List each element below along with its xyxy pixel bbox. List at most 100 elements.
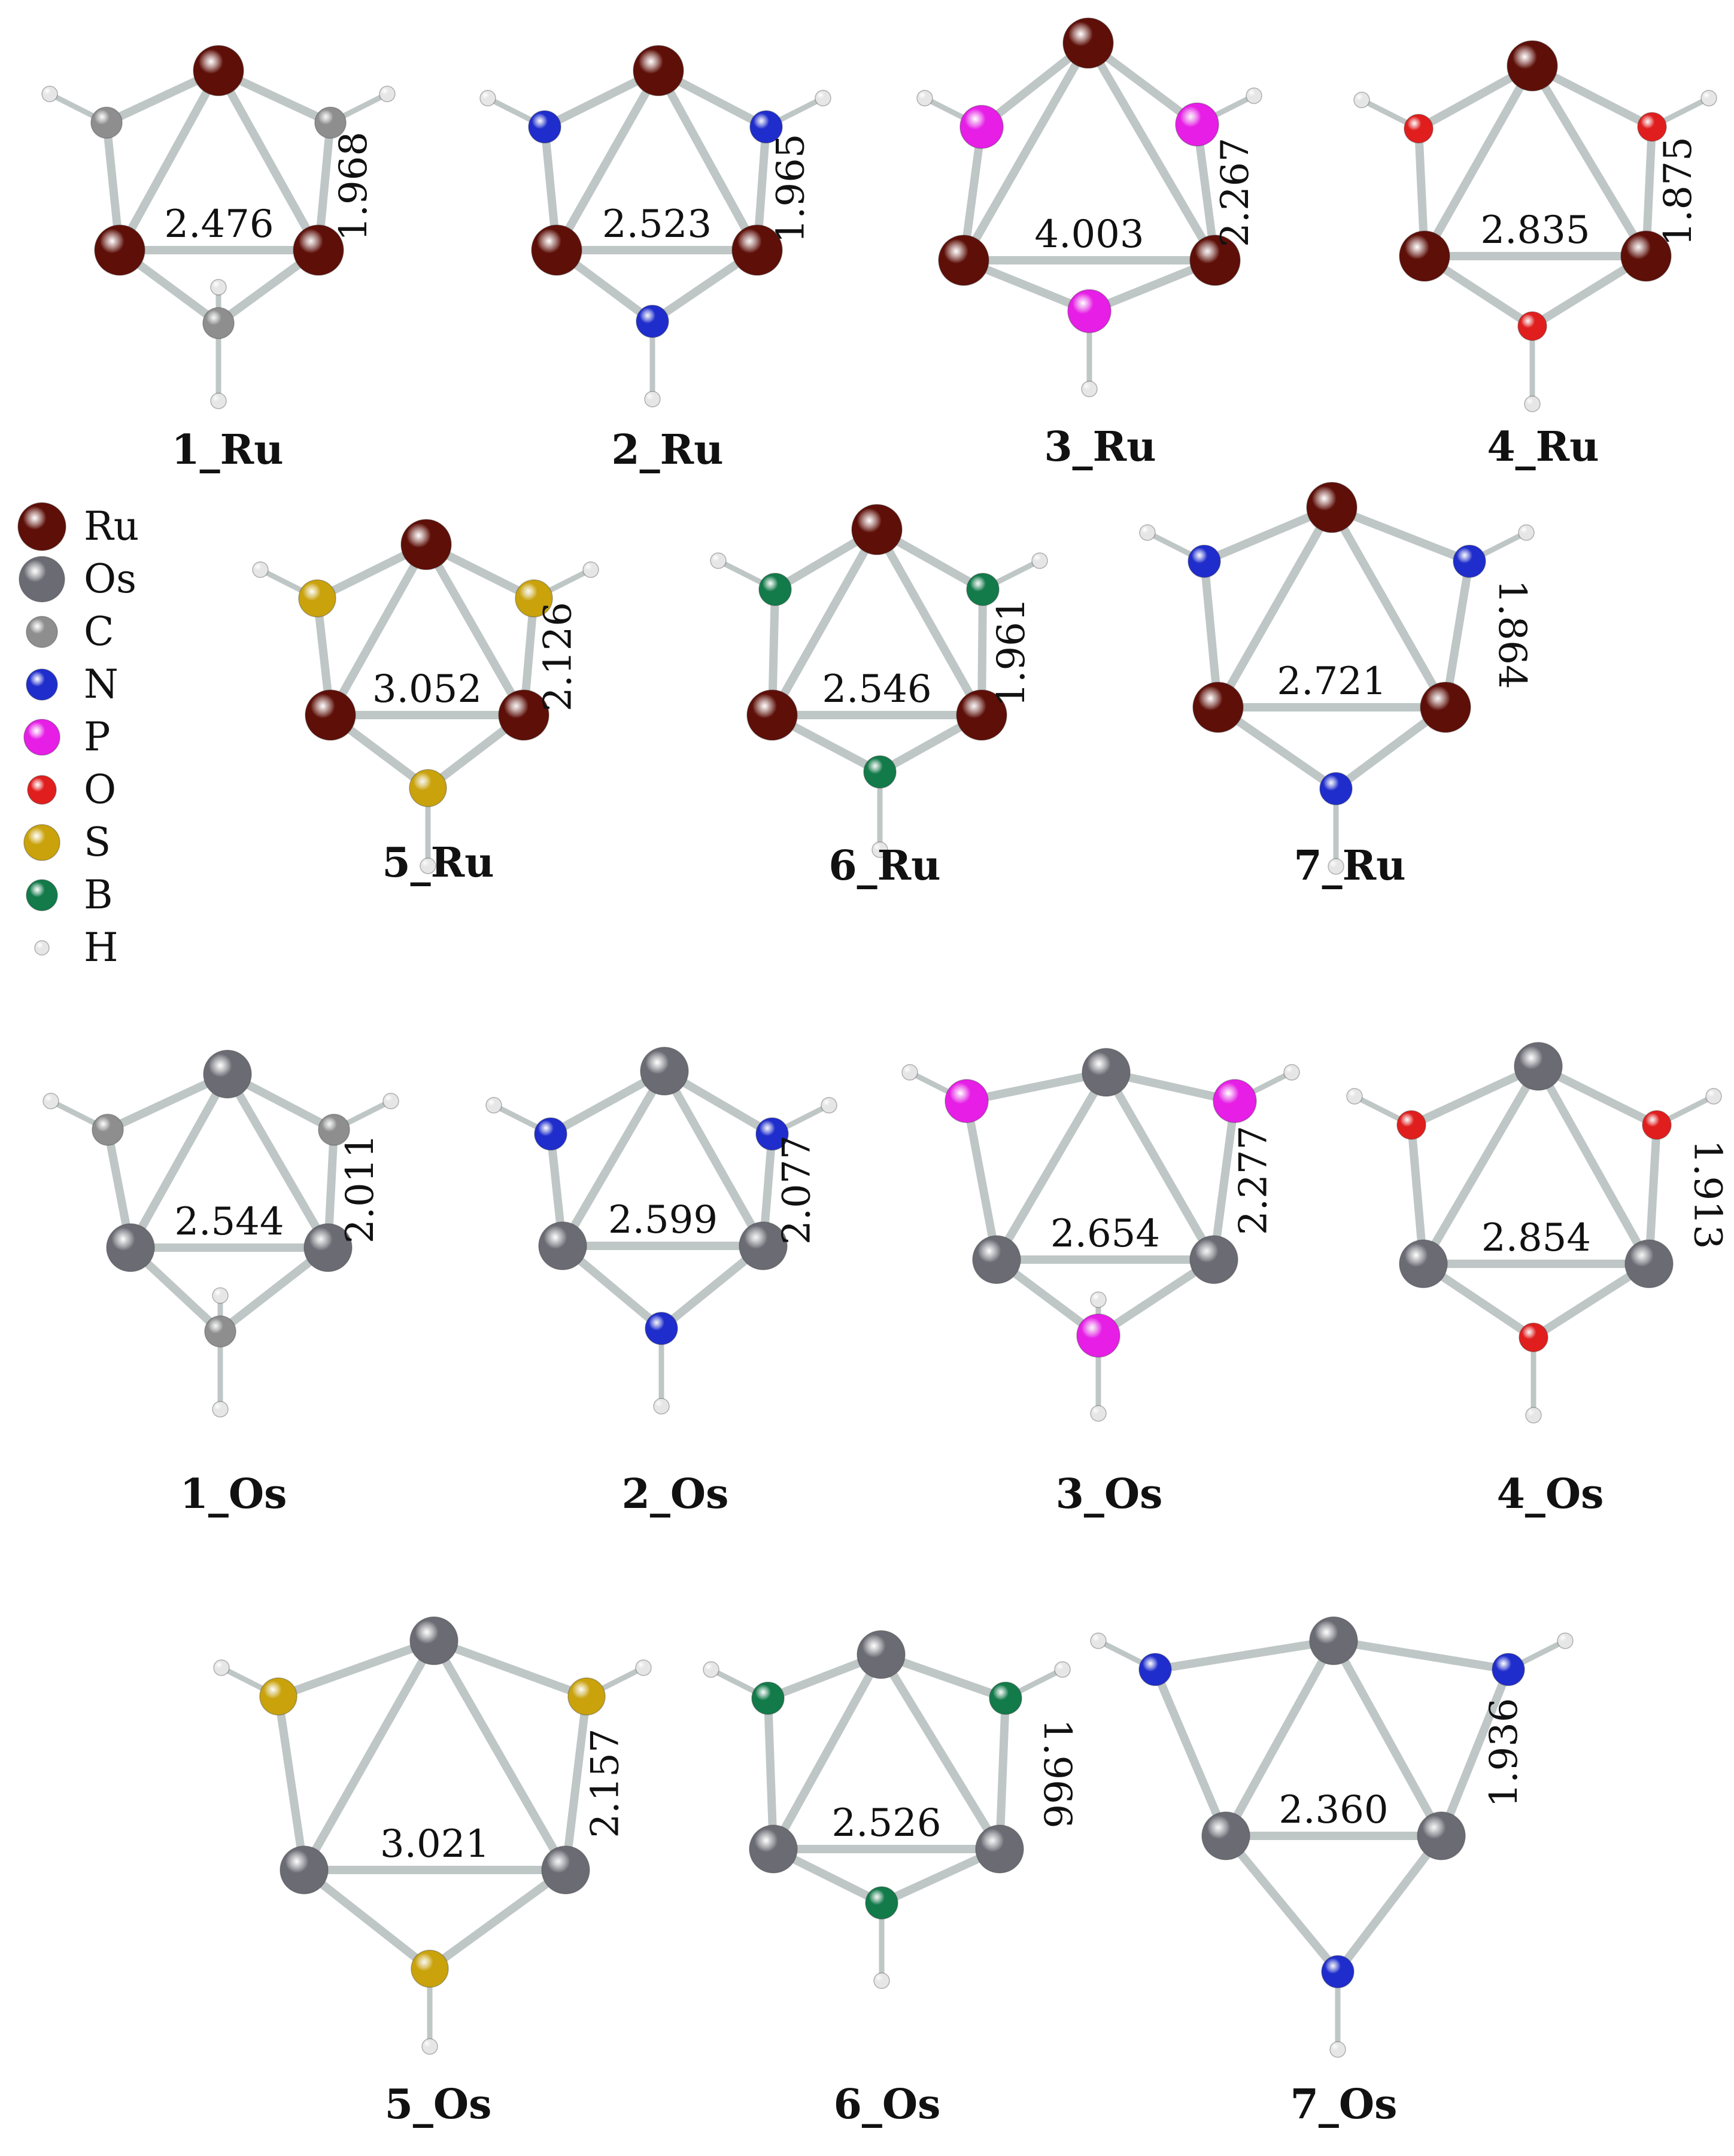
- bridge-atom: [645, 1312, 678, 1345]
- hydrogen-atom: [1705, 1088, 1722, 1105]
- metal-metal-distance: 2.599: [608, 1198, 718, 1242]
- metal-metal-distance: 3.021: [380, 1822, 490, 1866]
- legend-label: H: [84, 925, 119, 971]
- hydrogen-atom: [1524, 396, 1541, 412]
- compound-label: 7_Os: [1290, 2081, 1398, 2128]
- legend-swatch: [17, 502, 66, 551]
- metal-atom: [409, 1616, 458, 1665]
- compound-label: 4_Os: [1497, 1470, 1604, 1518]
- bridge-atom: [966, 573, 1000, 606]
- metal-atom: [1620, 230, 1672, 282]
- bond: [1222, 1637, 1338, 1840]
- bond: [116, 66, 223, 254]
- metal-atom: [1309, 1616, 1358, 1665]
- legend-item-ru: Ru: [17, 502, 139, 551]
- hydrogen-atom: [210, 393, 227, 409]
- bond: [300, 1637, 438, 1874]
- hydrogen-atom: [1283, 1064, 1300, 1081]
- hydrogen-atom: [1139, 524, 1156, 541]
- legend-label: Ru: [84, 503, 139, 549]
- hydrogen-atom: [1328, 858, 1344, 875]
- compound-label: 1_Os: [180, 1470, 287, 1518]
- hydrogen-atom: [42, 1093, 59, 1109]
- compound-label: 6_Ru: [828, 842, 940, 890]
- hydrogen-atom: [653, 1398, 670, 1415]
- metal-atom: [749, 1824, 798, 1874]
- metal-atom: [94, 224, 145, 276]
- metal-bridge-distance: 2.011: [338, 1134, 382, 1243]
- bridge-atom: [989, 1681, 1022, 1715]
- hydrogen-atom: [1246, 87, 1262, 104]
- bridge-atom: [92, 1114, 124, 1146]
- bridge-atom: [959, 105, 1004, 149]
- bridge-atom: [1213, 1079, 1257, 1123]
- hydrogen-atom: [1557, 1632, 1574, 1649]
- bridge-atom: [202, 307, 235, 339]
- metal-bridge-distance: 1.913: [1686, 1139, 1730, 1249]
- compound-label: 5_Os: [385, 2081, 492, 2128]
- metal-atom: [106, 1223, 155, 1272]
- bridge-atom: [1138, 1653, 1172, 1686]
- bond: [1528, 62, 1650, 260]
- metal-atom: [1192, 682, 1244, 733]
- legend-item-s: S: [23, 819, 111, 865]
- legend-swatch: [27, 775, 57, 805]
- metal-atom: [1399, 230, 1450, 282]
- metal-atom: [851, 504, 903, 555]
- bridge-atom: [534, 1117, 567, 1151]
- legend-swatch: [19, 556, 65, 603]
- bond: [1419, 1062, 1542, 1268]
- bridge-atom: [528, 110, 561, 144]
- bridge-atom: [1321, 1955, 1355, 1988]
- metal-atom: [1082, 1048, 1131, 1097]
- metal-atom: [633, 45, 684, 96]
- bridge-atom: [567, 1677, 606, 1716]
- legend-label: O: [84, 767, 116, 813]
- hydrogen-atom: [1090, 1405, 1107, 1422]
- metal-bridge-distance: 1.864: [1490, 579, 1534, 689]
- compound-label: 2_Ru: [611, 426, 723, 474]
- bridge-atom: [515, 579, 553, 618]
- bond: [274, 1637, 438, 1701]
- metal-bridge-distance: 1.875: [1656, 136, 1700, 246]
- metal-bridge-distance: 2.157: [584, 1728, 628, 1838]
- bridge-atom: [1319, 772, 1353, 805]
- bond: [764, 1694, 778, 1853]
- bond: [1084, 39, 1219, 264]
- hydrogen-atom: [1081, 381, 1098, 397]
- metal-atom: [1189, 1235, 1238, 1284]
- hydrogen-atom: [1346, 1088, 1363, 1105]
- metal-atom: [498, 689, 549, 741]
- bridge-atom: [1067, 289, 1112, 333]
- legend-swatch: [26, 616, 58, 648]
- metal-atom: [203, 1050, 252, 1099]
- bond: [1534, 1062, 1653, 1268]
- hydrogen-atom: [1090, 1291, 1107, 1308]
- bond: [1151, 1665, 1230, 1840]
- metal-atom: [280, 1845, 329, 1895]
- bridge-atom: [409, 769, 447, 807]
- bridge-atom: [1404, 114, 1434, 144]
- bond: [426, 1866, 570, 1973]
- bridge-atom: [1188, 545, 1221, 578]
- metal-atom: [1189, 235, 1241, 286]
- bridge-atom: [1637, 112, 1667, 142]
- bridge-atom: [1642, 1110, 1672, 1140]
- legend-item-o: O: [27, 767, 116, 813]
- legend-swatch: [23, 719, 60, 756]
- hydrogen-atom: [1031, 552, 1048, 569]
- hydrogen-atom: [210, 279, 227, 296]
- legend-label: Os: [84, 556, 136, 602]
- bond: [873, 525, 986, 719]
- hydrogen-atom: [213, 1659, 230, 1676]
- hydrogen-atom: [815, 90, 831, 107]
- legend-swatch: [26, 668, 58, 701]
- hydrogen-atom: [582, 561, 599, 578]
